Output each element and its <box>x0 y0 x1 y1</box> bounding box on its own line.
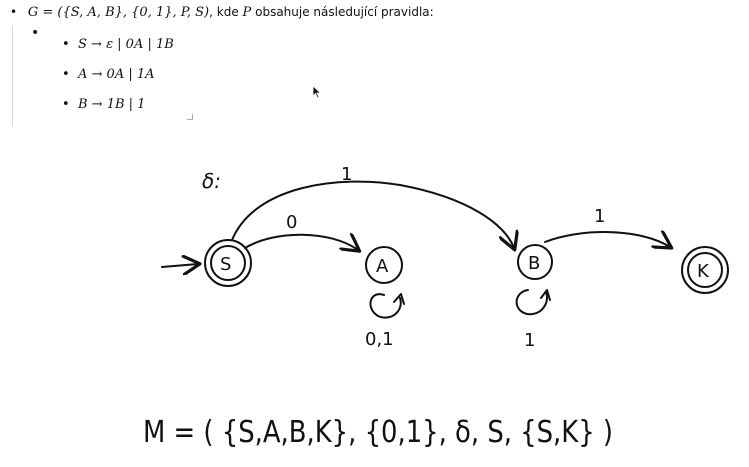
svg-text:K: K <box>697 261 710 282</box>
svg-text:A: A <box>376 256 389 277</box>
rule-a: •A → 0A | 1A <box>62 67 155 82</box>
rules-symbol: P <box>242 5 252 20</box>
intro-text: , kde <box>209 5 243 19</box>
edge-b-to-k <box>544 232 670 247</box>
loop-b <box>515 289 548 316</box>
loop-label-a: 0,1 <box>365 329 394 350</box>
edge-s-to-a <box>244 235 358 250</box>
intro-rest: obsahuje následující pravidla: <box>251 5 434 19</box>
edge-s-to-b <box>231 180 514 248</box>
automaton-definition: M = ( {S,A,B,K}, {0,1}, δ, S, {S,K} ) <box>143 415 613 450</box>
start-arrow <box>161 264 198 267</box>
quote-block <box>12 26 193 126</box>
automaton-sketch: δ: S A B K 1 0 1 0,1 1 M = ( {S,A,B,K}, … <box>143 164 729 450</box>
edge-label-b-k: 1 <box>594 206 605 227</box>
edge-label-s-a: 0 <box>286 212 297 233</box>
delta-label: δ: <box>202 169 221 193</box>
bullet: • <box>10 5 18 19</box>
rule-b: •B → 1B | 1 <box>62 97 146 112</box>
empty-bullet: • <box>31 25 40 41</box>
resize-handle[interactable] <box>187 114 193 120</box>
svg-text:B: B <box>528 253 540 274</box>
grammar-definition: G = ({S, A, B}, {0, 1}, P, S) <box>27 5 210 20</box>
loop-a-arrowhead <box>393 293 405 305</box>
state-b: B <box>517 244 553 280</box>
state-k: K <box>681 246 729 294</box>
intro-line: • G = ({S, A, B}, {0, 1}, P, S), kde P o… <box>10 5 434 20</box>
state-s: S <box>204 239 252 287</box>
loop-label-b: 1 <box>524 330 535 351</box>
edge-label-s-b: 1 <box>341 164 352 185</box>
state-a: A <box>365 246 403 284</box>
svg-text:S: S <box>220 254 231 275</box>
rule-s: •S → ε | 0A | 1B <box>62 37 174 52</box>
loop-b-arrowhead <box>540 289 551 301</box>
mouse-cursor-icon <box>312 85 322 99</box>
document-text: • G = ({S, A, B}, {0, 1}, P, S), kde P o… <box>0 0 749 130</box>
loop-a <box>369 293 402 319</box>
